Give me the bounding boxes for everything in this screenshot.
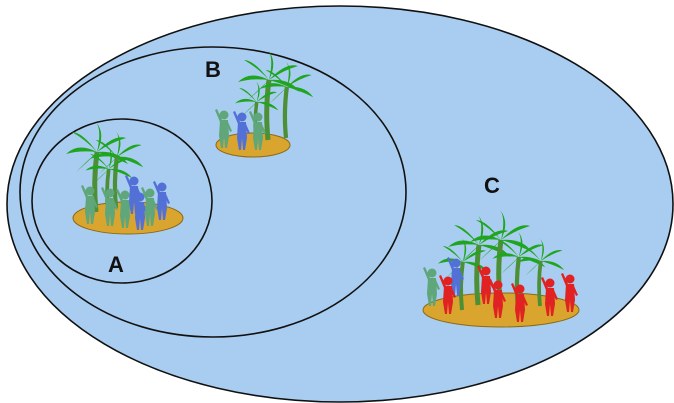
region-label-b: B [205, 57, 221, 82]
island-c [422, 210, 580, 328]
region-label-a: A [108, 252, 124, 277]
island-b [215, 50, 313, 158]
sand-island [215, 132, 291, 158]
region-label-c: C [484, 173, 500, 198]
region-a-ellipse [31, 118, 213, 284]
region-b-ellipse [19, 46, 407, 338]
island-a [66, 122, 184, 235]
